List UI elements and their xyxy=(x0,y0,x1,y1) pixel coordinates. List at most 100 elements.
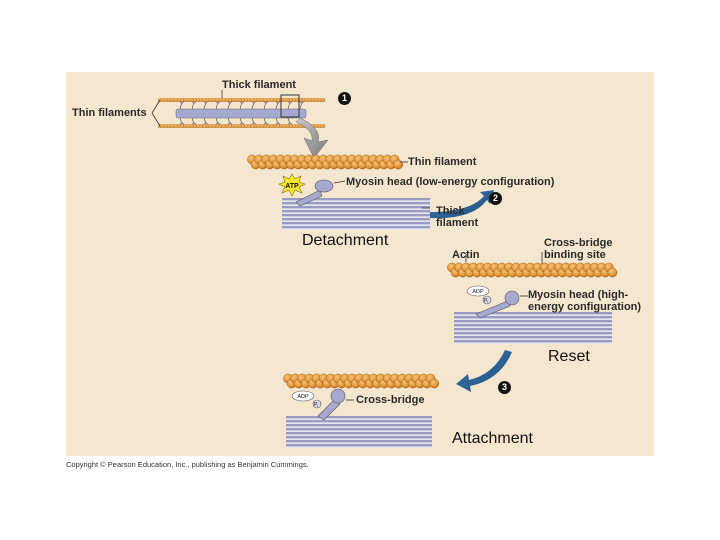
thick-gap xyxy=(454,342,612,344)
thick-strand xyxy=(286,436,432,439)
thick-strand xyxy=(282,210,430,213)
thick-gap xyxy=(454,338,612,340)
thick-gap xyxy=(282,216,430,218)
thick-strand xyxy=(454,312,612,315)
thick-filament-stack xyxy=(454,312,612,344)
thick-gap xyxy=(286,430,432,432)
thick-strand xyxy=(282,222,430,225)
thick-strand xyxy=(454,324,612,327)
thick-strand xyxy=(454,332,612,335)
thick-gap xyxy=(454,318,612,320)
thick-strand xyxy=(282,226,430,229)
thin-filament-actin xyxy=(447,262,618,278)
thick-gap xyxy=(286,426,432,428)
thick-gap xyxy=(282,224,430,226)
thick-strand xyxy=(286,428,432,431)
myosin-head-low xyxy=(314,179,334,193)
myosin-head-high-label-2: energy configuration) xyxy=(528,301,642,313)
thick-strand xyxy=(286,432,432,435)
zoom-arrow xyxy=(295,117,329,159)
step-3-marker: 3 xyxy=(498,381,511,394)
stage-detachment-label: Detachment xyxy=(302,232,389,249)
zoom-box xyxy=(280,94,300,118)
thick-strand xyxy=(454,316,612,319)
adp-label: ADP xyxy=(297,394,309,400)
thick-strand xyxy=(282,202,430,205)
myosin-head-low-label: Myosin head (low-energy configuration) xyxy=(346,176,555,188)
thick-gap xyxy=(454,330,612,332)
thick-strand xyxy=(286,420,432,423)
cross-bridge-site-label-2: binding site xyxy=(544,249,606,261)
thick-gap xyxy=(454,326,612,328)
sarcomere-overview xyxy=(158,94,326,128)
thick-strand xyxy=(282,214,430,217)
thick-gap xyxy=(282,212,430,214)
thick-filament-label-1: Thick xyxy=(436,205,465,217)
thick-strand xyxy=(454,320,612,323)
stage-reset-label: Reset xyxy=(548,348,590,365)
step-1-marker: 1 xyxy=(338,92,351,105)
thick-filament-label-top: Thick filament xyxy=(222,79,296,91)
step-2-marker: 2 xyxy=(489,192,502,205)
adp-label: ADP xyxy=(472,289,484,295)
thick-gap xyxy=(286,422,432,424)
thick-strand xyxy=(286,440,432,443)
thick-gap xyxy=(286,434,432,436)
thick-gap xyxy=(282,208,430,210)
thick-strand xyxy=(286,424,432,427)
copyright-notice: Copyright © Pearson Education, Inc., pub… xyxy=(66,460,309,469)
cross-bridge-label: Cross-bridge xyxy=(356,394,425,406)
actin-label: Actin xyxy=(452,249,480,261)
thin-filament-label: Thin filament xyxy=(408,156,477,168)
thick-gap xyxy=(286,438,432,440)
thick-gap xyxy=(286,446,432,448)
thick-gap xyxy=(282,204,430,206)
thin-filaments-overview xyxy=(158,97,326,128)
arrow-to-attachment xyxy=(456,350,512,392)
thick-strand xyxy=(282,206,430,209)
actin-bead xyxy=(321,123,326,128)
cross-bridge-site-label-1: Cross-bridge xyxy=(544,237,613,249)
thick-filament-overview xyxy=(175,98,307,128)
thick-gap xyxy=(282,228,430,230)
actin-bead xyxy=(393,159,403,170)
thin-filaments-label: Thin filaments xyxy=(72,107,147,119)
thick-gap xyxy=(282,220,430,222)
thick-gap xyxy=(282,200,430,202)
pi-bubble xyxy=(312,399,322,409)
pi-label: Pi xyxy=(314,402,318,408)
actin-bead xyxy=(429,378,439,389)
adp-bubble xyxy=(291,390,315,402)
adp-bubble xyxy=(466,285,490,297)
panel-detachment: ATP xyxy=(247,154,430,230)
thick-strand xyxy=(282,198,430,201)
thick-strand xyxy=(454,328,612,331)
thick-gap xyxy=(286,442,432,444)
atp-burst xyxy=(278,173,306,197)
myosin-head-bound xyxy=(330,388,346,404)
thick-gap xyxy=(454,334,612,336)
panel-reset: ADP Pi xyxy=(447,252,618,344)
thick-filament-label-2: filament xyxy=(436,217,479,229)
thin-filaments-bracket xyxy=(151,99,161,127)
thick-strand xyxy=(286,444,432,447)
thin-filament-actin xyxy=(247,154,403,170)
thick-filament-stack xyxy=(282,198,430,230)
thick-gap xyxy=(286,418,432,420)
myosin-neck-bound xyxy=(317,399,341,421)
thick-strand xyxy=(454,340,612,343)
myosin-head-high-label-1: Myosin head (high- xyxy=(528,289,629,301)
arrow-to-reset xyxy=(430,190,494,219)
thick-strand xyxy=(286,416,432,419)
actin-bead xyxy=(607,267,618,278)
thick-gap xyxy=(454,322,612,324)
myosin-head-high xyxy=(504,290,520,306)
atp-label: ATP xyxy=(285,183,299,190)
thick-gap xyxy=(454,314,612,316)
thick-strand xyxy=(282,218,430,221)
myosin-neck-low xyxy=(295,189,323,207)
stage-attachment-label: Attachment xyxy=(452,430,533,447)
panel-attachment: ADP Pi xyxy=(283,373,439,448)
thin-filament-actin xyxy=(283,373,439,389)
